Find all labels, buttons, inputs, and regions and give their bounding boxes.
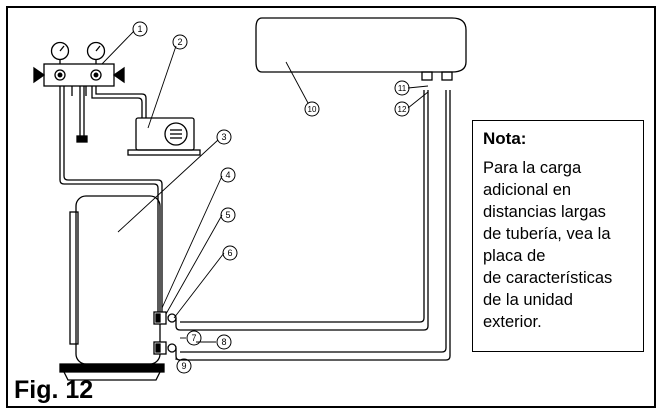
callout-2 — [172, 34, 188, 50]
callout-7 — [186, 330, 202, 346]
note-line: distancias largas — [483, 203, 606, 221]
callout-circles — [132, 21, 410, 374]
note-box: Nota: Para la carga adicional en distanc… — [472, 120, 644, 352]
note-line: de la unidad — [483, 291, 573, 309]
callout-10 — [304, 101, 320, 117]
callout-label: 3 — [221, 132, 226, 142]
callout-6 — [222, 245, 238, 261]
callout-3 — [216, 129, 232, 145]
callout-11 — [394, 80, 410, 96]
callout-12 — [394, 101, 410, 117]
vacuum-pump — [127, 117, 201, 156]
leader-lines — [101, 30, 429, 360]
callout-label: 2 — [177, 37, 182, 47]
callout-label: 11 — [398, 84, 407, 93]
note-line: placa de — [483, 247, 546, 265]
callout-label: 8 — [221, 337, 226, 347]
callout-label: 4 — [225, 170, 230, 180]
callout-label: 9 — [181, 361, 186, 371]
service-valves — [153, 311, 177, 355]
note-line: de características — [483, 269, 613, 287]
indoor-unit — [255, 17, 467, 81]
callout-label: 10 — [308, 105, 317, 114]
note-line: exterior. — [483, 313, 542, 331]
callout-4 — [220, 167, 236, 183]
callout-8 — [216, 334, 232, 350]
callout-label: 5 — [225, 210, 230, 220]
hose-to-vacuum-pump — [95, 86, 147, 118]
callout-9 — [176, 358, 192, 374]
callout-label: 1 — [137, 24, 142, 34]
callout-label: 12 — [398, 105, 407, 114]
note-line: de tubería, vea la — [483, 225, 611, 243]
outdoor-unit — [59, 195, 165, 381]
callout-1 — [132, 21, 148, 37]
figure-frame — [6, 6, 656, 408]
note-title: Nota: — [483, 129, 527, 148]
callout-label: 7 — [191, 333, 196, 343]
manifold-gauge-set — [33, 41, 125, 96]
note-line: adicional en — [483, 181, 572, 199]
note-line: Para la carga — [483, 159, 582, 177]
hose-to-service-valve — [59, 86, 159, 312]
figure-label: Fig. 12 — [14, 376, 94, 404]
liquid-pipe — [175, 90, 429, 331]
callout-numbers: 1 2 3 4 5 6 7 8 9 10 11 12 — [137, 24, 407, 371]
callout-label: 6 — [227, 248, 232, 258]
callout-5 — [220, 207, 236, 223]
gas-pipe — [175, 90, 451, 361]
